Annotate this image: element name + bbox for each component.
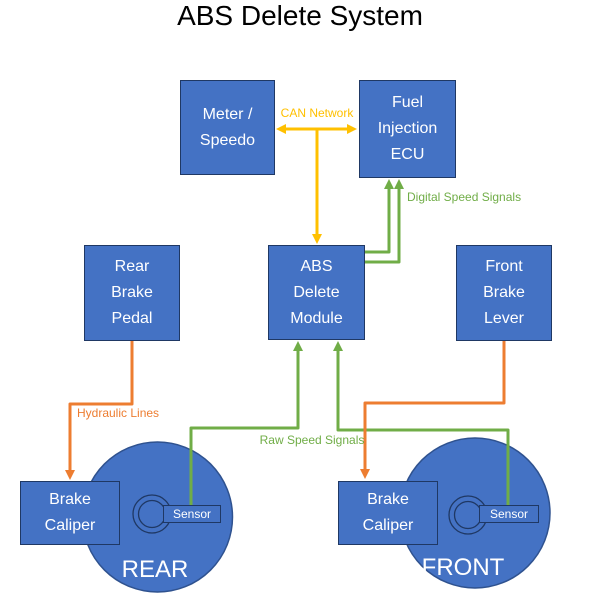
node-front-brake-caliper: Brake Caliper <box>338 481 438 545</box>
raw-signal-arrowhead-front <box>333 341 343 351</box>
can-network-arrowhead-left <box>276 124 286 134</box>
diagram-title: ABS Delete System <box>177 0 423 31</box>
can-to-abs-arrowhead <box>312 234 322 244</box>
node-front-brake-lever: Front Brake Lever <box>456 245 552 341</box>
node-abs-delete-module: ABS Delete Module <box>268 245 365 340</box>
node-rear-brake-pedal: Rear Brake Pedal <box>84 245 180 341</box>
hydraulic-arrowhead-front <box>360 469 370 479</box>
label-hydraulic-lines: Hydraulic Lines <box>77 406 160 420</box>
digital-signal-arrowhead-1 <box>384 179 394 189</box>
digital-signal-arrowhead-2 <box>394 179 404 189</box>
node-front-sensor: Sensor <box>479 505 539 523</box>
can-network-arrowhead-right <box>347 124 357 134</box>
label-digital-speed-signals: Digital Speed Signals <box>407 190 522 204</box>
digital-signal-line-1 <box>365 189 391 254</box>
front-wheel-label: FRONT <box>421 554 505 581</box>
hydraulic-line-rear <box>68 341 134 470</box>
digital-signal-line-2 <box>365 189 401 264</box>
raw-signal-line-rear <box>189 351 300 506</box>
hydraulic-arrowhead-rear <box>65 470 75 480</box>
label-raw-speed-signals: Raw Speed Signals <box>259 433 365 447</box>
raw-signal-line-front <box>336 351 510 506</box>
rear-wheel-label: REAR <box>121 556 189 583</box>
node-meter-speedo: Meter / Speedo <box>180 80 275 175</box>
label-can-network: CAN Network <box>280 106 354 120</box>
raw-signal-arrowhead-rear <box>293 341 303 351</box>
node-fuel-injection-ecu: Fuel Injection ECU <box>359 80 456 178</box>
hydraulic-line-front <box>363 341 506 469</box>
node-rear-brake-caliper: Brake Caliper <box>20 481 120 545</box>
node-rear-sensor: Sensor <box>163 505 221 523</box>
